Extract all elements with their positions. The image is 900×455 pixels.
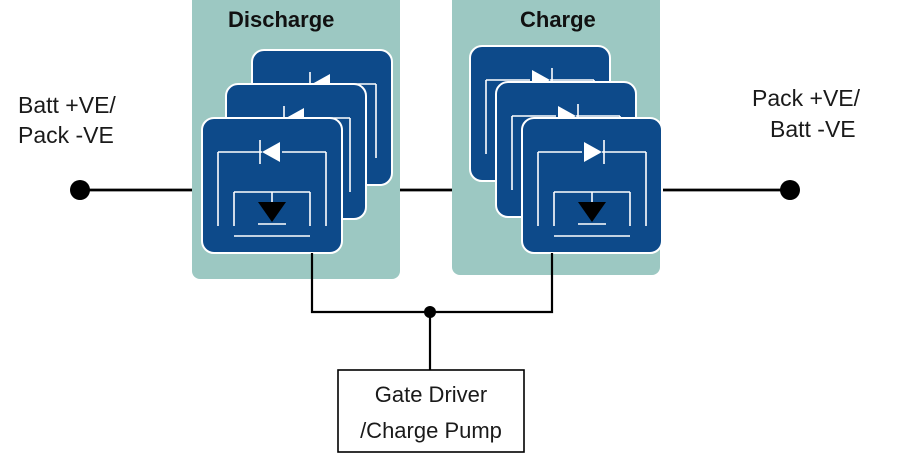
left-terminal-dot-icon [70, 180, 90, 200]
charge-block-title: Charge [520, 7, 596, 32]
gate-driver-label-line2: /Charge Pump [360, 418, 502, 443]
gate-driver-label-line1: Gate Driver [375, 382, 487, 407]
discharge-block-title: Discharge [228, 7, 334, 32]
charge-mosfet-front-icon [521, 117, 663, 254]
left-terminal-label-line2: Pack -VE [18, 122, 114, 148]
gate-driver-box: Gate Driver /Charge Pump [337, 369, 525, 453]
discharge-mosfet-front-icon [201, 117, 343, 254]
right-terminal-label-line1: Pack +VE/ [752, 85, 861, 111]
gate-wire-charge [430, 253, 554, 314]
right-terminal-label-line2: Batt -VE [770, 116, 856, 142]
gate-junction-dot-icon [424, 306, 436, 318]
left-terminal-label-line1: Batt +VE/ [18, 92, 116, 118]
right-terminal-dot-icon [780, 180, 800, 200]
gate-wire-discharge [310, 253, 430, 314]
charge-block: Charge [452, 0, 663, 275]
discharge-block: Discharge [192, 0, 400, 279]
